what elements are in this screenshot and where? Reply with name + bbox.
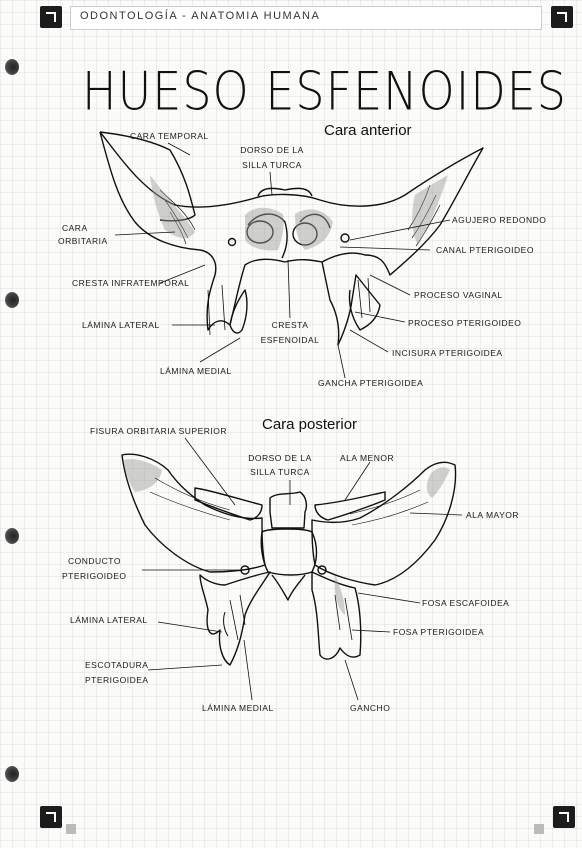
page-title: HUESO ESFENOIDES [82, 60, 568, 123]
corner-marker-bottom-left [40, 806, 62, 828]
label-conducto-1: CONDUCTO [68, 556, 121, 566]
label-gancho: GANCHO [350, 703, 391, 713]
label-cara-orbitaria-2: ORBITARIA [58, 236, 108, 246]
label-canal-pterigoideo: CANAL PTERIGOIDEO [436, 245, 534, 255]
label-cara-temporal: CARA TEMPORAL [130, 131, 209, 141]
label-dorso-silla-2: SILLA TURCA [242, 160, 302, 170]
binder-hole [5, 766, 19, 782]
label-cara-orbitaria-1: CARA [62, 223, 88, 233]
binder-hole [5, 528, 19, 544]
binder-hole [5, 292, 19, 308]
label-gancha-pterigoidea: GANCHA PTERIGOIDEA [318, 378, 424, 388]
label-proceso-vaginal: PROCESO VAGINAL [414, 290, 503, 300]
label-dorso-silla-1: DORSO DE LA [240, 145, 304, 155]
label-ala-mayor: ALA MAYOR [466, 510, 519, 520]
label-conducto-2: PTERIGOIDEO [62, 571, 127, 581]
label-cresta-esfenoidal-1: CRESTA [271, 320, 309, 330]
label-fosa-pterigoidea: FOSA PTERIGOIDEA [393, 627, 485, 637]
label-lamina-lateral: LÁMINA LATERAL [82, 320, 160, 330]
label-lamina-medial: LÁMINA MEDIAL [202, 703, 274, 713]
corner-marker-top-right [551, 6, 573, 28]
label-agujero-redondo: AGUJERO REDONDO [452, 215, 547, 225]
label-dorso-silla-1: DORSO DE LA [248, 453, 312, 463]
posterior-heading: Cara posterior [262, 416, 358, 433]
label-ala-menor: ALA MENOR [340, 453, 395, 463]
subject-header: ODONTOLOGÍA - ANATOMIA HUMANA [80, 10, 321, 22]
label-escotadura-1: ESCOTADURA [85, 660, 149, 670]
anterior-heading: Cara anterior [324, 122, 412, 139]
label-proceso-pterigoideo: PROCESO PTERIGOIDEO [408, 318, 522, 328]
corner-square [534, 824, 544, 834]
label-cresta-infratemporal: CRESTA INFRATEMPORAL [72, 278, 190, 288]
label-lamina-medial: LÁMINA MEDIAL [160, 366, 232, 376]
label-lamina-lateral: LÁMINA LATERAL [70, 615, 148, 625]
corner-marker-bottom-right [553, 806, 575, 828]
corner-marker-top-left [40, 6, 62, 28]
label-fosa-escafoidea: FOSA ESCAFOIDEA [422, 598, 510, 608]
binder-hole [5, 59, 19, 75]
label-dorso-silla-2: SILLA TURCA [250, 467, 310, 477]
label-cresta-esfenoidal-2: ESFENOIDAL [260, 335, 320, 345]
corner-square [66, 824, 76, 834]
label-escotadura-2: PTERIGOIDEA [85, 675, 149, 685]
label-fisura-orbitaria-superior: FISURA ORBITARIA SUPERIOR [90, 426, 228, 436]
label-incisura-pterigoidea: INCISURA PTERIGOIDEA [392, 348, 503, 358]
header-box [70, 6, 542, 30]
